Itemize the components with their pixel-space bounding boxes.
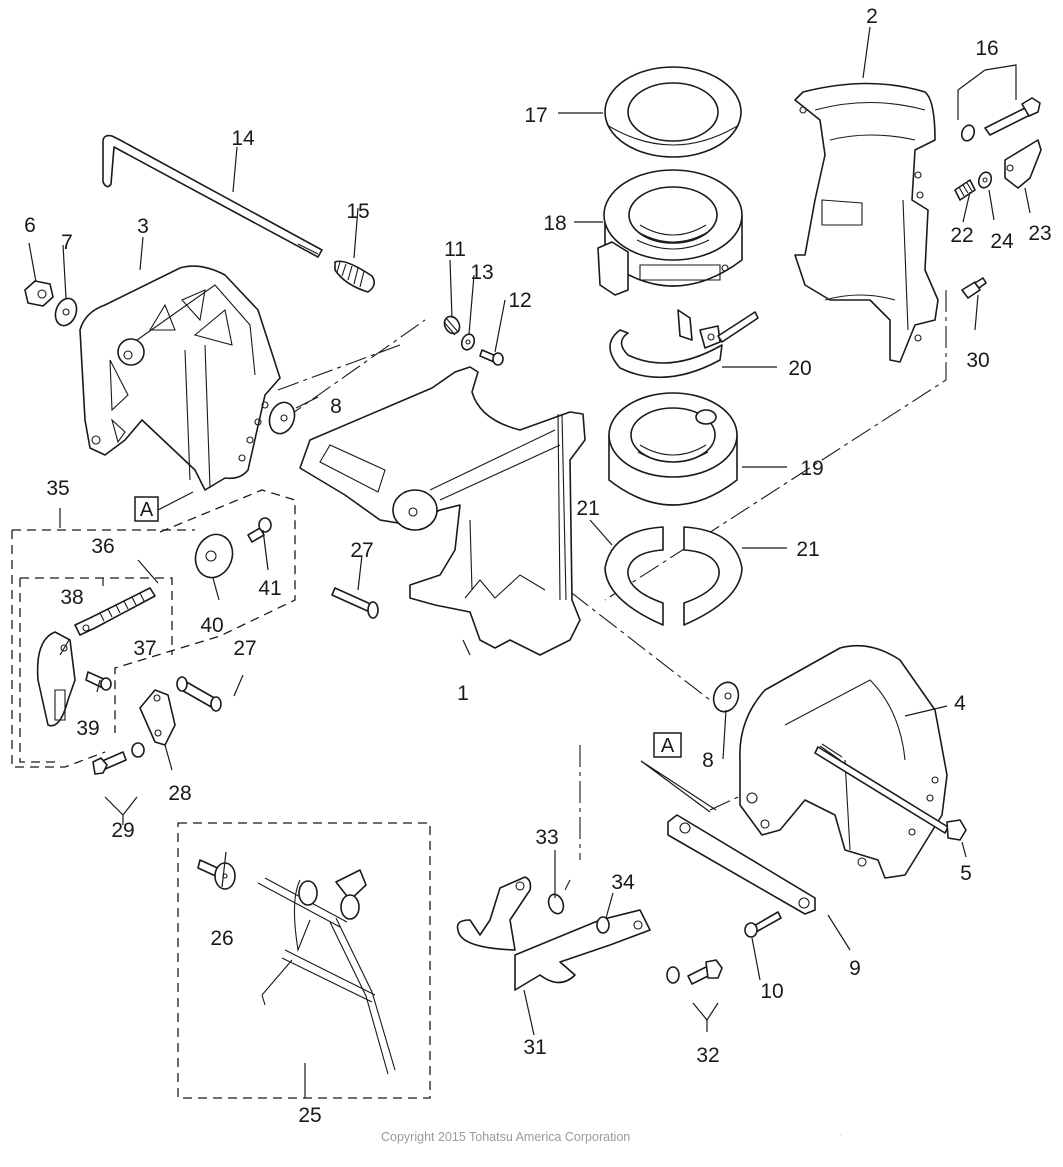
callout-17: 17 <box>524 104 547 127</box>
callout-28: 28 <box>168 782 191 805</box>
callout-40: 40 <box>200 614 223 637</box>
callout-20: 20 <box>788 357 811 380</box>
part-17-seal-ring <box>604 66 742 158</box>
part-15-spring <box>334 260 376 293</box>
callout-41: 41 <box>258 577 281 600</box>
callout-4: 4 <box>954 692 966 715</box>
callout-19: 19 <box>800 457 823 480</box>
part-21-split-bushing-right <box>683 526 743 626</box>
reference-marker-A-left: A <box>134 496 159 522</box>
group-40-41-box <box>114 489 296 733</box>
callout-1: 1 <box>457 682 469 705</box>
part-38-cam <box>36 631 76 727</box>
group-boxes <box>11 489 431 1099</box>
callout-25: 25 <box>298 1104 321 1127</box>
group-36-box <box>19 577 173 763</box>
callout-6: 6 <box>24 214 36 237</box>
callout-13: 13 <box>470 261 493 284</box>
part-34-clip <box>596 916 610 934</box>
part-8-washer-lower <box>712 681 740 713</box>
part-11-spring <box>443 315 461 336</box>
callout-21-left: 21 <box>576 497 599 520</box>
part-2-stern-bracket <box>794 82 939 363</box>
part-20-band-clamp <box>609 309 759 379</box>
callout-21-right: 21 <box>796 538 819 561</box>
part-9-thrust-plate <box>667 814 816 915</box>
callout-33: 33 <box>535 826 558 849</box>
callout-24: 24 <box>990 230 1014 253</box>
part-41-screw <box>247 517 272 543</box>
callout-26: 26 <box>210 927 233 950</box>
part-5-through-bolt <box>814 743 967 841</box>
callout-36: 36 <box>91 535 114 558</box>
part-24-washer <box>977 171 993 189</box>
part-13-washer <box>460 333 476 351</box>
callout-34: 34 <box>611 871 635 894</box>
part-30-grease-nipple <box>961 277 987 299</box>
part-25-reverse-lock-spring <box>257 869 396 1075</box>
part-26-pin <box>197 859 236 890</box>
callout-37: 37 <box>133 637 156 660</box>
callout-29: 29 <box>111 819 134 842</box>
part-32-bolt-washer <box>666 959 723 985</box>
part-10-screw <box>744 911 782 938</box>
callout-10: 10 <box>760 980 783 1003</box>
part-21-split-bushing-left <box>604 526 664 626</box>
callout-labels: 1 2 3 4 5 6 7 8 8 9 10 11 12 13 14 15 16… <box>24 5 1052 1127</box>
part-16-bolt-washer <box>960 97 1041 142</box>
copyright-notice: Copyright 2015 Tohatsu America Corporati… <box>381 1130 631 1144</box>
callout-32: 32 <box>696 1044 719 1067</box>
callout-18: 18 <box>543 212 566 235</box>
part-18-upper-bushing <box>597 169 743 296</box>
part-7-washer <box>54 297 78 327</box>
reference-marker-A-right: A <box>653 732 682 758</box>
part-31-tilt-stopper-lever <box>456 876 651 991</box>
part-23-knob <box>1004 139 1042 189</box>
callout-16: 16 <box>975 37 998 60</box>
part-28-bracket <box>139 689 176 746</box>
part-29-bolt-washer <box>92 742 145 775</box>
callout-11: 11 <box>444 238 466 261</box>
callout-38: 38 <box>60 586 83 609</box>
reference-marker-label: A <box>140 499 154 521</box>
part-19-lower-bushing <box>608 392 738 506</box>
part-40-friction-disc <box>194 533 234 579</box>
callout-31: 31 <box>523 1036 546 1059</box>
leader-lines <box>28 26 1031 1098</box>
callout-8-upper: 8 <box>330 395 342 418</box>
callout-12: 12 <box>508 289 531 312</box>
part-12-screw <box>479 349 504 366</box>
callout-30: 30 <box>966 349 989 372</box>
callout-39: 39 <box>76 717 99 740</box>
callout-22: 22 <box>950 224 973 247</box>
part-39-pin <box>85 671 112 691</box>
part-3-clamp-bracket <box>79 265 281 491</box>
callout-2: 2 <box>866 5 878 28</box>
callout-3: 3 <box>137 215 149 238</box>
reference-marker-label: A <box>661 735 675 757</box>
part-33-spring <box>547 879 571 915</box>
part-22-spring <box>954 179 976 201</box>
callout-23: 23 <box>1028 222 1051 245</box>
callout-8-lower: 8 <box>702 749 714 772</box>
callout-9: 9 <box>849 957 861 980</box>
part-8-washer-upper <box>268 401 296 435</box>
callout-35: 35 <box>46 477 69 500</box>
part-6-nut <box>24 280 54 307</box>
callout-15: 15 <box>346 200 369 223</box>
part-27-pin-lower <box>176 676 222 712</box>
callout-5: 5 <box>960 862 972 885</box>
callout-27-lower: 27 <box>233 637 256 660</box>
group-25-box <box>177 822 431 1099</box>
part-37-adjust-bolt <box>74 587 156 636</box>
callout-27-upper: 27 <box>350 539 373 562</box>
callout-14: 14 <box>231 127 255 150</box>
callout-7: 7 <box>61 231 73 254</box>
part-27-pin-upper <box>331 587 379 619</box>
part-1-swivel-bracket <box>299 366 586 656</box>
part-14-tilt-rod <box>102 134 323 258</box>
